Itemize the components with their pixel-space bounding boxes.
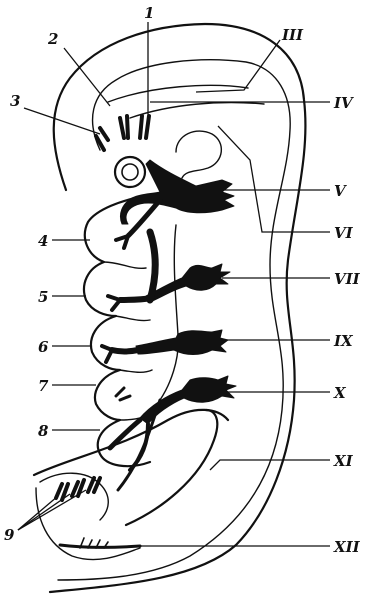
label-VI: VI	[334, 224, 354, 242]
pharyngeal-arches	[84, 195, 152, 466]
label-IX: IX	[333, 332, 354, 350]
label-8: 8	[38, 422, 49, 440]
label-VII: VII	[334, 270, 361, 288]
embryo-outline	[34, 24, 305, 592]
nerve-IX-glossopharyngeal	[102, 330, 228, 362]
label-4: 4	[38, 232, 48, 250]
eye-icon	[115, 157, 145, 187]
label-X: X	[333, 384, 347, 402]
label-1: 1	[144, 4, 154, 22]
label-2: 2	[47, 30, 58, 48]
label-9: 9	[4, 526, 15, 544]
label-XII: XII	[333, 538, 361, 556]
label-IV: IV	[333, 94, 354, 112]
label-5: 5	[38, 288, 48, 306]
head-somite-marks	[96, 116, 149, 150]
label-III: III	[281, 26, 304, 44]
occipital-somites	[56, 478, 100, 500]
label-7: 7	[38, 377, 49, 395]
label-6: 6	[38, 338, 49, 356]
label-3: 3	[10, 92, 20, 110]
label-V: V	[334, 182, 347, 200]
nerve-XII-hypoglossal	[60, 538, 140, 548]
label-XI: XI	[333, 452, 354, 470]
